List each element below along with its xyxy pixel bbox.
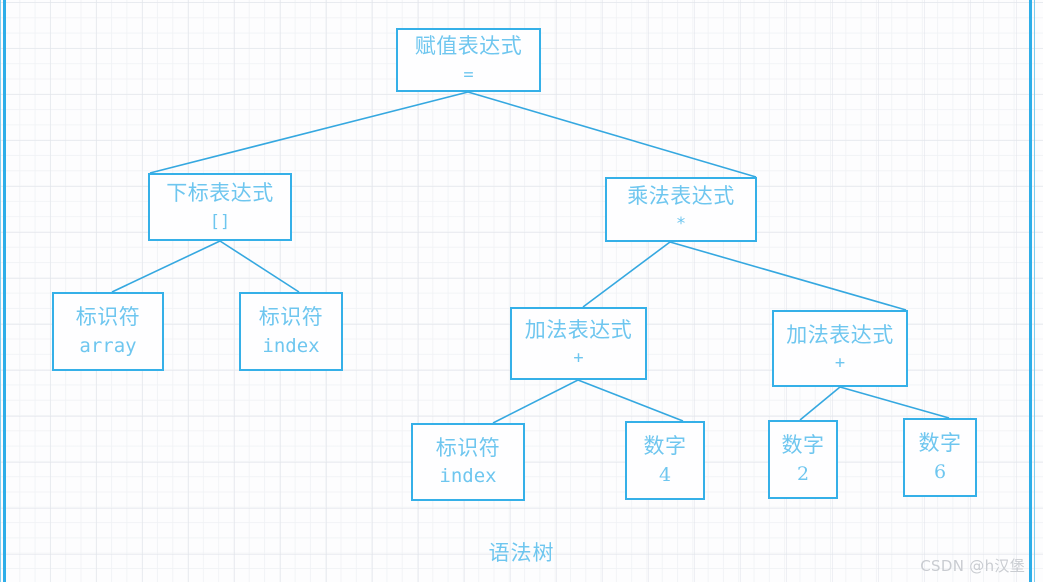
edge-add-right-to-num-6 (839, 386, 950, 419)
edge-multiply-to-add-left (582, 241, 671, 308)
diagram-caption: 语法树 (488, 541, 555, 565)
edge-add-left-to-num-4 (577, 379, 684, 422)
edge-add-right-to-num-2 (799, 386, 841, 421)
edge-add-left-to-ident-index-bottom (492, 379, 579, 424)
tree-node-multiply[interactable]: 乘法表达式 * (605, 177, 757, 242)
edge-subscript-to-ident-array (111, 240, 221, 293)
node-operator: index (439, 465, 497, 488)
left-edge-rail-thin (0, 0, 1, 582)
node-title: 标识符 (435, 435, 501, 460)
right-edge-rail-thin (1034, 0, 1035, 582)
tree-node-ident-index-bottom[interactable]: 标识符 index (411, 423, 525, 501)
node-operator: 2 (796, 463, 810, 486)
tree-node-add-left[interactable]: 加法表达式 + (510, 307, 647, 380)
left-edge-rail (3, 0, 6, 582)
tree-node-num-2[interactable]: 数字 2 (768, 420, 838, 499)
tree-node-num-4[interactable]: 数字 4 (625, 421, 705, 500)
node-operator: array (79, 334, 137, 357)
tree-node-assign[interactable]: 赋值表达式 = (396, 28, 541, 92)
node-title: 加法表达式 (524, 317, 633, 342)
node-title: 数字 (918, 430, 962, 455)
edge-assign-to-multiply (467, 91, 757, 178)
tree-node-add-right[interactable]: 加法表达式 + (772, 310, 908, 387)
node-title: 乘法表达式 (627, 183, 735, 208)
node-title: 加法表达式 (786, 322, 894, 347)
tree-node-ident-index-left[interactable]: 标识符 index (239, 292, 343, 371)
node-operator: * (675, 214, 687, 235)
node-title: 标识符 (75, 305, 141, 330)
node-operator: [] (209, 211, 231, 232)
tree-node-num-6[interactable]: 数字 6 (903, 418, 977, 497)
tree-node-ident-array[interactable]: 标识符 array (52, 292, 164, 371)
node-title: 标识符 (258, 305, 324, 330)
edge-multiply-to-add-right (669, 241, 907, 311)
node-operator: = (463, 64, 474, 85)
node-title: 赋值表达式 (414, 34, 523, 59)
edge-subscript-to-ident-index-left (219, 240, 300, 293)
watermark: CSDN @h汉堡 (920, 557, 1025, 575)
node-title: 数字 (781, 432, 825, 457)
tree-node-subscript[interactable]: 下标表达式 [] (148, 173, 292, 241)
edge-assign-to-subscript (149, 91, 469, 174)
node-operator: + (573, 348, 584, 369)
node-operator: 4 (658, 464, 672, 487)
node-operator: 6 (933, 461, 947, 484)
node-operator: + (834, 353, 846, 374)
node-title: 数字 (643, 433, 687, 458)
node-title: 下标表达式 (166, 181, 274, 206)
node-operator: index (262, 334, 320, 357)
right-edge-rail (1029, 0, 1032, 582)
